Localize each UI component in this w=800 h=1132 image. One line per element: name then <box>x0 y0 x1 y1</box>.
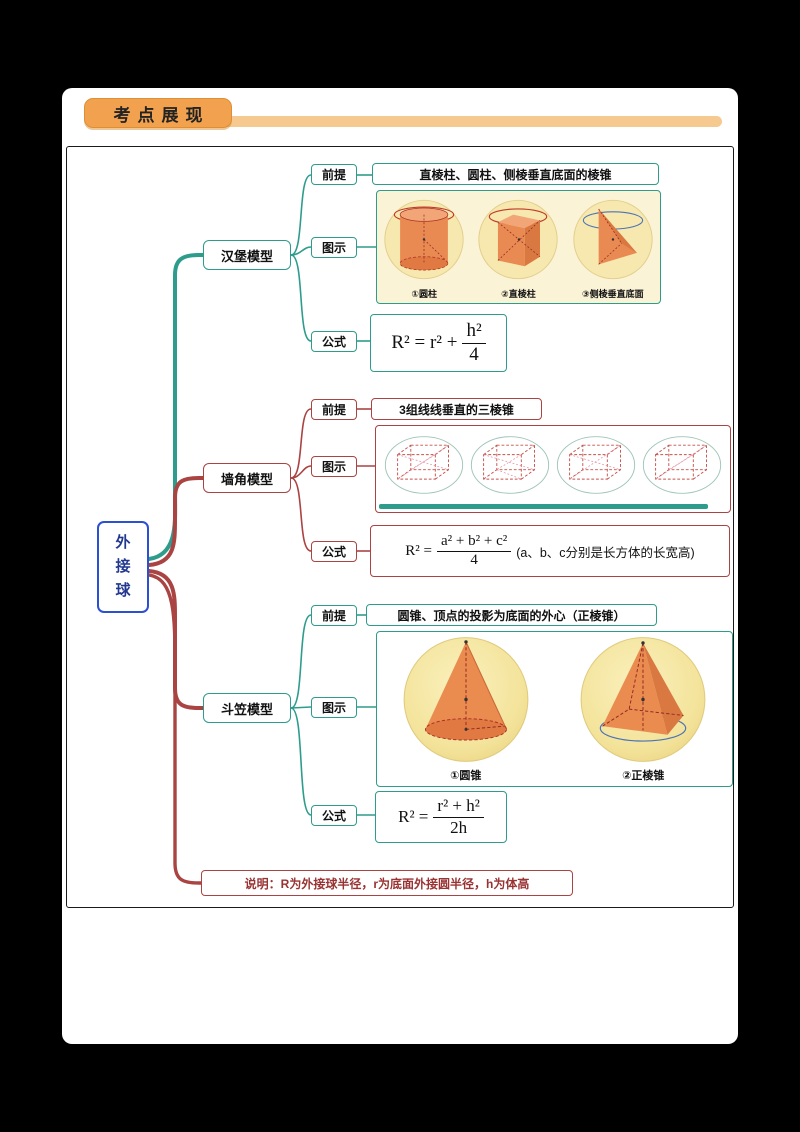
formula-lhs: R² = r² + <box>391 332 458 353</box>
section-badge: 考点展现 <box>84 98 232 128</box>
prism-in-sphere-figure <box>478 199 559 280</box>
caption-cone: ①圆锥 <box>450 770 482 782</box>
mindmap-frame: 外 接 球 汉堡模型 墙角模型 斗笠模型 前提 直棱柱、圆柱、侧棱垂直底面的棱锥… <box>66 146 734 908</box>
branch2-links <box>290 408 375 552</box>
formula-hamburger: R² = r² + h² 4 <box>370 314 507 372</box>
trunk-hamburger <box>147 253 205 561</box>
premise-tag-2: 前提 <box>311 399 357 420</box>
premise-tag-1: 前提 <box>311 164 357 185</box>
branch-hat-model: 斗笠模型 <box>203 693 291 723</box>
formula-annotation: (a、b、c分别是长方体的长宽高) <box>516 545 695 560</box>
trunk-hat <box>147 569 205 710</box>
cuboid-in-sphere-figure <box>384 436 464 494</box>
diagram-tag-3: 图示 <box>311 697 357 718</box>
premise-text-2: 3组线线垂直的三棱锥 <box>371 398 542 420</box>
branch1-links <box>290 174 376 342</box>
trunk-note <box>147 573 203 885</box>
hat-diagram-box: ①圆锥 ②正棱锥 <box>376 631 733 787</box>
caption-cylinder: ①圆柱 <box>411 289 437 299</box>
formula-lhs: R² = <box>398 807 429 826</box>
figure-regular-pyramid: ②正棱锥 <box>563 632 723 786</box>
root-char: 球 <box>115 582 131 599</box>
figure-cylinder: ①圆柱 <box>381 191 467 303</box>
branch-wallcorner-model: 墙角模型 <box>203 463 291 493</box>
caption-regular-pyramid: ②正棱锥 <box>622 770 665 782</box>
pyramid-side-edge-figure <box>573 199 653 280</box>
figure-side-edge-pyramid: ③侧棱垂直底面 <box>570 191 656 303</box>
diagram-underline-bar <box>379 504 709 509</box>
premise-text-3: 圆锥、顶点的投影为底面的外心（正棱锥） <box>366 604 657 626</box>
cylinder-in-sphere-figure <box>384 199 464 280</box>
document-page: 考点展现 <box>62 88 738 1044</box>
branch-hamburger-model: 汉堡模型 <box>203 240 291 270</box>
premise-text-1: 直棱柱、圆柱、侧棱垂直底面的棱锥 <box>372 163 659 185</box>
cuboid-in-sphere-figure <box>642 436 722 494</box>
caption-prism: ②直棱柱 <box>501 289 536 299</box>
formula-wallcorner: R² = a² + b² + c² 4 (a、b、c分别是长方体的长宽高) <box>370 525 730 577</box>
formula-tag-1: 公式 <box>311 331 357 352</box>
hamburger-diagram-box: ①圆柱 ②直棱柱 <box>376 190 661 304</box>
fraction: a² + b² + c² 4 <box>437 533 512 570</box>
formula-tag-3: 公式 <box>311 805 357 826</box>
fraction: r² + h² 2h <box>433 796 484 837</box>
formula-tag-2: 公式 <box>311 541 357 562</box>
diagram-tag-2: 图示 <box>311 456 357 477</box>
premise-tag-3: 前提 <box>311 605 357 626</box>
caption-side-edge: ③侧棱垂直底面 <box>582 289 644 299</box>
root-char: 外 <box>115 534 131 551</box>
header-underline-bar <box>90 116 722 127</box>
figure-prism: ②直棱柱 <box>475 191 561 303</box>
cuboid-in-sphere-figure <box>556 436 636 494</box>
trunk-wallcorner <box>147 476 205 567</box>
pyramid-in-sphere-figure <box>580 637 706 762</box>
cone-in-sphere-figure <box>403 637 529 762</box>
formula-hat: R² = r² + h² 2h <box>375 791 507 843</box>
root-char: 接 <box>115 558 131 575</box>
cuboid-in-sphere-figure <box>470 436 550 494</box>
formula-lhs: R² = <box>405 542 432 559</box>
fraction: h² 4 <box>462 320 486 366</box>
diagram-tag-1: 图示 <box>311 237 357 258</box>
figure-cone: ①圆锥 <box>386 632 546 786</box>
root-node-circumscribed-sphere: 外 接 球 <box>97 521 149 613</box>
legend-note: 说明：R为外接球半径，r为底面外接圆半径，h为体高 <box>201 870 573 896</box>
wallcorner-diagram-box <box>375 425 731 513</box>
